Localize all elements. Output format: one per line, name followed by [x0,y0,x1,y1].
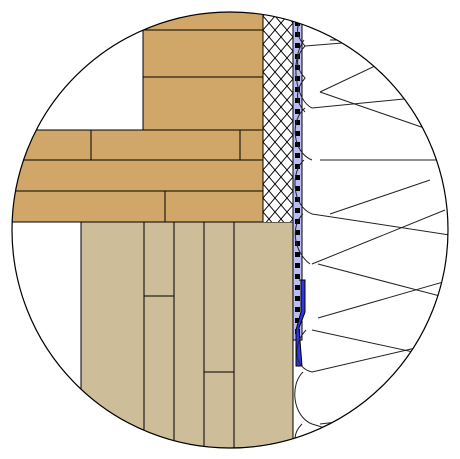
lower-studs [80,221,294,448]
detail-circle-frame [11,11,449,449]
upper-timber-block [142,12,266,131]
rigid-insulation [262,12,294,222]
floor-boards [12,129,266,223]
clipped-content [12,12,448,448]
flashing [295,279,306,367]
